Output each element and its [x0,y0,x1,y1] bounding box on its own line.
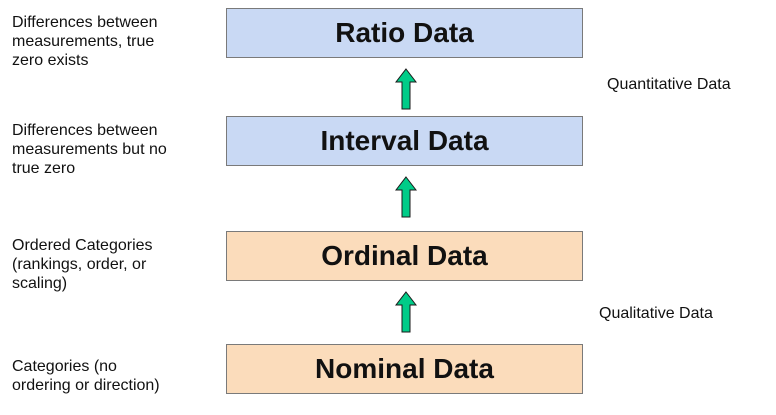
up-arrow-icon [395,68,417,110]
nominal-description: Categories (no ordering or direction) [12,358,160,394]
ratio-description: Differences between measurements, true z… [12,14,158,69]
up-arrow-icon [395,176,417,218]
ordinal-description: Ordered Categories (rankings, order, or … [12,237,153,292]
quantitative-data-label: Quantitative Data [607,76,731,93]
interval-description: Differences between measurements but no … [12,122,167,177]
ordinal-data-box: Ordinal Data [226,231,583,281]
qualitative-data-label: Qualitative Data [599,305,713,322]
ratio-data-box: Ratio Data [226,8,583,58]
up-arrow-icon [395,291,417,333]
nominal-data-box: Nominal Data [226,344,583,394]
interval-data-box: Interval Data [226,116,583,166]
